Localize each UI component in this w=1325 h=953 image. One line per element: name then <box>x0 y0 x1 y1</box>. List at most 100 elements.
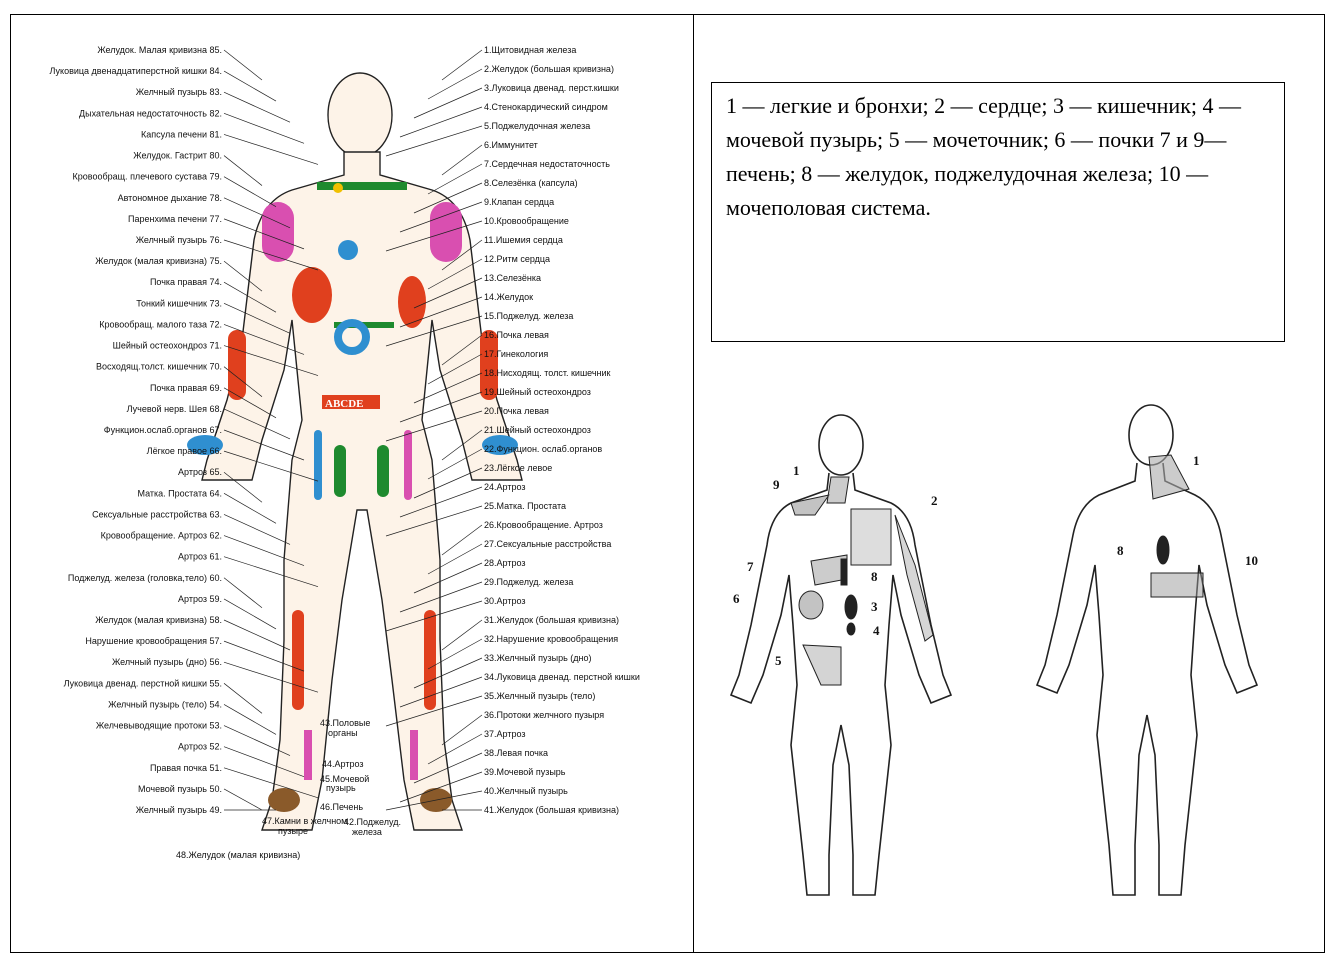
right-leader-line-6 <box>442 145 482 175</box>
front-zone-5 <box>803 645 841 685</box>
right-label-40: 40.Желчный пузырь <box>484 786 568 796</box>
left-leader-line-6 <box>224 156 262 186</box>
label-47a: 47.Камни в желчном <box>262 816 347 826</box>
right-label-9: 9.Клапан сердца <box>484 197 554 207</box>
zone-blue-thigh-left <box>314 430 322 500</box>
front-number-9: 9 <box>773 477 780 492</box>
right-label-19: 19.Шейный остеохондроз <box>484 387 591 397</box>
left-leader-line-26 <box>224 578 262 608</box>
zone-red-shin-left <box>292 610 304 710</box>
legend-text: 1 — легкие и бронхи; 2 — сердце; 3 — киш… <box>726 89 1274 225</box>
left-label-15: Шейный остеохондроз 71. <box>113 341 222 351</box>
left-label-3: Желчный пузырь 83. <box>136 87 222 97</box>
right-label-23: 23.Лёгкое левое <box>484 463 552 473</box>
left-label-23: Сексуальные расстройства 63. <box>92 509 222 519</box>
front-number-3: 3 <box>871 599 878 614</box>
left-leader-line-1 <box>224 50 262 80</box>
right-label-33: 33.Желчный пузырь (дно) <box>484 653 592 663</box>
left-leader-line-31 <box>224 683 262 713</box>
right-label-8: 8.Селезёнка (капсула) <box>484 178 578 188</box>
left-label-21: Артроз 65. <box>178 467 222 477</box>
left-leader-line-5 <box>224 134 318 164</box>
left-label-26: Поджелуд. железа (головка,тело) 60. <box>68 573 222 583</box>
left-label-33: Желчевыводящие протоки 53. <box>96 721 222 731</box>
left-label-2: Луковица двенадцатиперстной кишки 84. <box>50 66 222 76</box>
left-label-35: Правая почка 51. <box>150 763 222 773</box>
front-number-1: 1 <box>793 463 800 478</box>
right-label-12: 12.Ритм сердца <box>484 254 550 264</box>
left-label-7: Кровообращ. плечевого сустава 79. <box>73 172 222 182</box>
right-label-11: 11.Ишемия сердца <box>484 235 563 245</box>
right-leader-line-5 <box>386 126 482 156</box>
zone-red-arm-left <box>228 330 246 400</box>
left-label-29: Нарушение кровообращения 57. <box>85 636 222 646</box>
front-zone-4 <box>847 623 855 635</box>
zone-pink-thigh-right <box>404 430 412 500</box>
right-label-15: 15.Поджелуд. железа <box>484 311 573 321</box>
right-label-25: 25.Матка. Простата <box>484 501 566 511</box>
right-label-35: 35.Желчный пузырь (тело) <box>484 691 595 701</box>
left-leader-line-27 <box>224 599 276 629</box>
left-label-37: Желчный пузырь 49. <box>136 805 222 815</box>
right-label-16: 16.Почка левая <box>484 330 549 340</box>
zone-yellow-thyroid <box>333 183 343 193</box>
back-zone-8 <box>1157 536 1169 564</box>
left-label-20: Лёгкое правое 66. <box>147 446 222 456</box>
label-43b: органы <box>328 728 358 738</box>
right-label-27: 27.Сексуальные расстройства <box>484 539 611 549</box>
back-number-1: 1 <box>1193 453 1200 468</box>
back-zone-10 <box>1151 573 1203 597</box>
legend-box: 1 — легкие и бронхи; 2 — сердце; 3 — киш… <box>711 82 1285 342</box>
left-label-8: Автономное дыхание 78. <box>118 193 222 203</box>
right-leader-line-1 <box>442 50 482 80</box>
label-45b: пузырь <box>326 783 356 793</box>
left-label-28: Желудок (малая кривизна) 58. <box>95 615 222 625</box>
left-label-36: Мочевой пузырь 50. <box>138 784 222 794</box>
front-zone-2 <box>851 509 891 565</box>
right-label-7: 7.Сердечная недостаточность <box>484 159 610 169</box>
front-zone-8 <box>841 559 847 585</box>
left-label-34: Артроз 52. <box>178 742 222 752</box>
right-label-39: 39.Мочевой пузырь <box>484 767 566 777</box>
label-46: 46.Печень <box>320 802 363 812</box>
front-zone-3 <box>845 595 857 619</box>
left-leader-line-32 <box>224 704 276 734</box>
left-label-24: Кровообращение. Артроз 62. <box>101 531 222 541</box>
right-label-5: 5.Поджелудочная железа <box>484 121 590 131</box>
front-zone-6 <box>799 591 823 619</box>
left-leader-line-2 <box>224 71 276 101</box>
left-leader-line-4 <box>224 113 304 143</box>
zone-green-thigh-right <box>377 445 389 497</box>
right-label-34: 34.Луковица двенад. перстной кишки <box>484 672 640 682</box>
right-label-10: 10.Кровообращение <box>484 216 569 226</box>
right-label-18: 18.Нисходящ. толст. кишечник <box>484 368 611 378</box>
left-label-27: Артроз 59. <box>178 594 222 604</box>
label-43a: 43.Половые <box>320 718 370 728</box>
left-label-group: Желудок. Малая кривизна 85.Луковица двен… <box>50 45 318 815</box>
back-zone-1 <box>1149 455 1189 499</box>
right-label-37: 37.Артроз <box>484 729 525 739</box>
right-label-20: 20.Почка левая <box>484 406 549 416</box>
zone-pink-ankle-left <box>304 730 312 780</box>
zone-blue-chest <box>338 240 358 260</box>
right-leader-line-36 <box>442 715 482 745</box>
left-label-31: Луковица двенад. перстной кишки 55. <box>64 678 222 688</box>
zone-red-spleen <box>398 276 426 328</box>
label-44: 44.Артроз <box>322 759 363 769</box>
left-label-22: Матка. Простата 64. <box>137 488 222 498</box>
left-label-30: Желчный пузырь (дно) 56. <box>112 657 222 667</box>
abdomen-letters: ABCDE <box>325 398 364 410</box>
right-label-2: 2.Желудок (большая кривизна) <box>484 64 614 74</box>
left-label-10: Желчный пузырь 76. <box>136 235 222 245</box>
left-label-25: Артроз 61. <box>178 552 222 562</box>
front-number-7: 7 <box>747 559 754 574</box>
right-label-13: 13.Селезёнка <box>484 273 541 283</box>
back-number-8: 8 <box>1117 543 1124 558</box>
front-number-8: 8 <box>871 569 878 584</box>
right-label-3: 3.Луковица двенад. перст.кишки <box>484 83 619 93</box>
left-label-32: Желчный пузырь (тело) 54. <box>108 699 222 709</box>
left-label-11: Желудок (малая кривизна) 75. <box>95 256 222 266</box>
zone-red-shin-right <box>424 610 436 710</box>
left-label-12: Почка правая 74. <box>150 277 222 287</box>
